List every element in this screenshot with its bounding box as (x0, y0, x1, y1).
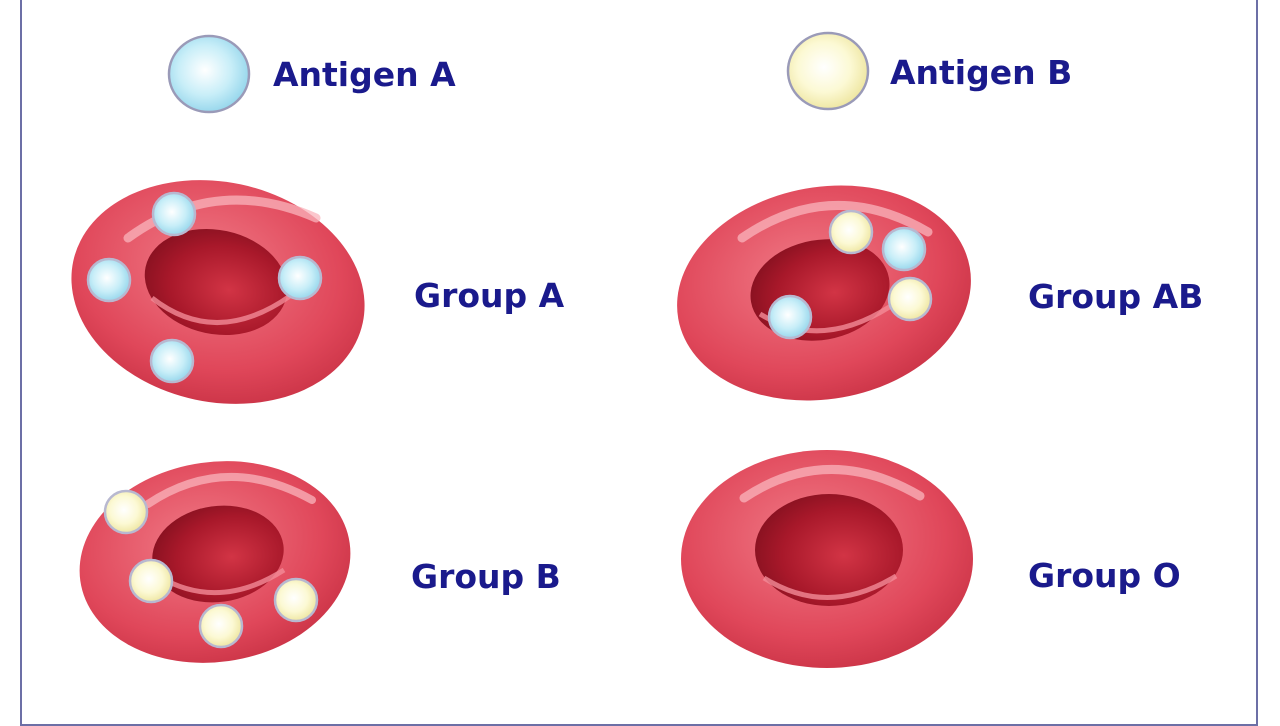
legend-label-antigen-a: Antigen A (273, 55, 456, 94)
antigen-a-marker (86, 257, 132, 303)
antigen-b-marker (887, 276, 933, 322)
antigen-b-marker (128, 558, 174, 604)
legend-label-antigen-b: Antigen B (890, 53, 1073, 92)
antigen-a-marker (149, 338, 195, 384)
group-ab-label: Group AB (1028, 277, 1204, 316)
group-o-label: Group O (1028, 556, 1181, 595)
group-b-label: Group B (411, 557, 561, 596)
antigen-a-marker (881, 226, 927, 272)
antigen-a-marker (767, 294, 813, 340)
antigen-b-marker (198, 603, 244, 649)
antigen-b-marker (103, 489, 149, 535)
antigen-b-marker (828, 209, 874, 255)
group-a-label: Group A (414, 276, 565, 315)
antigen-b-marker (273, 577, 319, 623)
red-blood-cell-group-o (681, 450, 973, 668)
red-blood-cell-group-b (79, 461, 351, 663)
antigen-b-circle-icon (786, 31, 870, 111)
red-blood-cell-group-a (71, 180, 365, 404)
red-blood-cell-group-ab (677, 185, 971, 401)
antigen-a-marker (151, 191, 197, 237)
antigen-a-circle-icon (167, 34, 251, 114)
antigen-a-marker (277, 255, 323, 301)
